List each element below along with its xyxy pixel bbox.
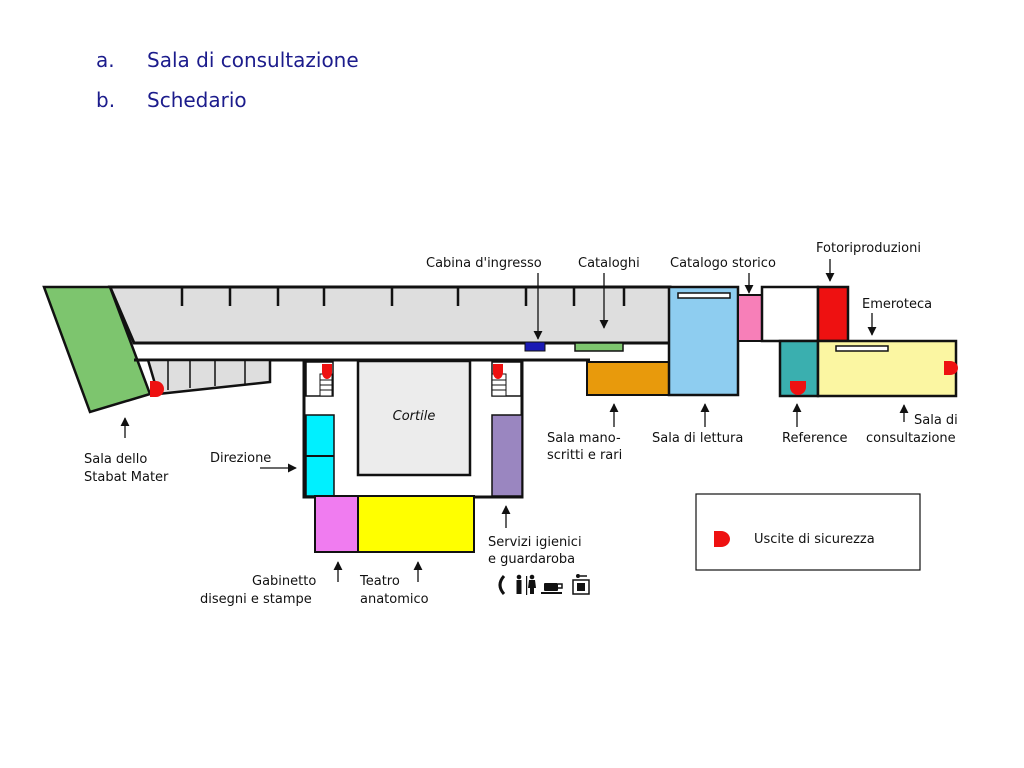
locker-icon — [572, 574, 590, 595]
legend-exits-label: Uscite di sicurezza — [754, 532, 875, 547]
label-servizi-1: Servizi igienici — [488, 535, 582, 550]
stair-block — [146, 358, 272, 396]
label-manoscritti-1: Sala mano- — [547, 431, 621, 446]
pointer-arrows — [120, 259, 909, 582]
gallery-partitions — [180, 287, 626, 306]
label-consultazione-2: consultazione — [866, 431, 956, 446]
label-gabinetto-2: disegni e stampe — [200, 592, 312, 607]
catalogo-storico-room — [737, 294, 763, 342]
main-gallery — [107, 285, 672, 345]
exit-marker — [790, 381, 806, 395]
list-item-text: Sala di consultazione — [147, 48, 359, 72]
lettura-room — [667, 285, 740, 397]
courtyard-label: Cortile — [393, 409, 436, 424]
label-stabat-1: Sala dello — [84, 452, 147, 467]
courtyard — [356, 359, 472, 477]
servizi-room — [491, 414, 523, 497]
exit-marker — [493, 364, 503, 379]
label-cabina-ingresso: Cabina d'ingresso — [426, 256, 542, 271]
list-marker: b. — [96, 88, 116, 112]
label-fotoriproduzioni: Fotoriproduzioni — [816, 241, 921, 256]
exit-marker — [944, 361, 958, 375]
label-direzione: Direzione — [210, 451, 271, 466]
label-stabat-2: Stabat Mater — [84, 470, 169, 485]
manoscritti-room — [586, 361, 670, 396]
exit-legend-icon — [714, 531, 730, 547]
label-consultazione-1: Sala di — [914, 413, 958, 428]
label-teatro-2: anatomico — [360, 592, 429, 607]
label-manoscritti-2: scritti e rari — [547, 448, 622, 463]
label-catalogo-storico: Catalogo storico — [670, 256, 776, 271]
exit-markers — [150, 361, 958, 397]
label-servizi-2: e guardaroba — [488, 552, 575, 567]
service-icons — [498, 574, 590, 595]
label-cataloghi: Cataloghi — [578, 256, 640, 271]
list-item-text: Schedario — [147, 88, 247, 112]
label-gabinetto-1: Gabinetto — [252, 574, 316, 589]
label-emeroteca: Emeroteca — [862, 297, 932, 312]
fotoriproduzioni-room — [816, 285, 850, 343]
label-lettura: Sala di lettura — [652, 431, 743, 446]
phone-icon — [498, 575, 506, 595]
exit-marker — [150, 381, 164, 397]
label-teatro-1: Teatro — [359, 574, 400, 589]
teatro-room — [357, 495, 475, 553]
coffee-icon — [541, 583, 563, 594]
gabinetto-room — [314, 495, 359, 553]
cabina-ingresso — [524, 341, 546, 352]
restroom-icon — [516, 574, 536, 595]
exit-marker — [322, 364, 332, 379]
list-marker: a. — [96, 48, 115, 72]
cataloghi-desk — [574, 342, 624, 352]
legend: Uscite di sicurezza — [695, 493, 921, 571]
label-reference: Reference — [782, 431, 847, 446]
